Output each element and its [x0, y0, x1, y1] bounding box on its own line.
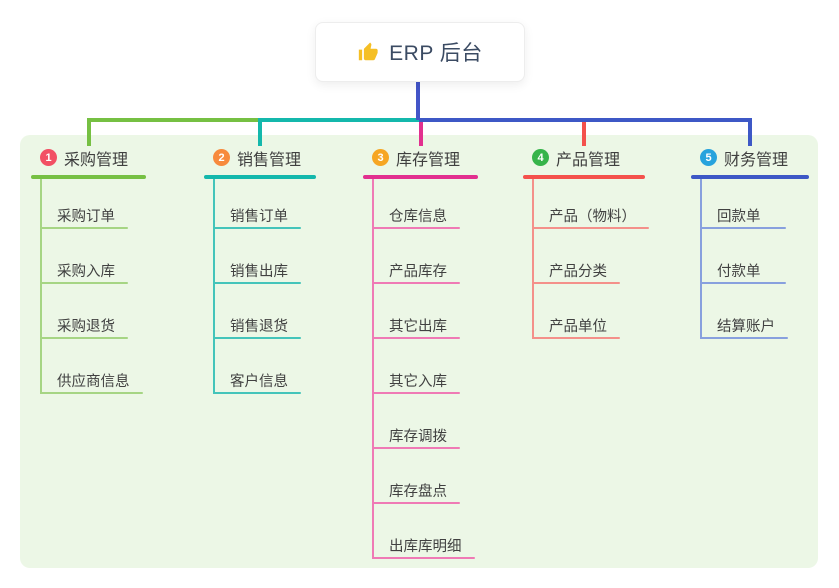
branch-node-label: 财务管理 — [724, 151, 789, 169]
child-underline — [213, 337, 301, 339]
branch-node-label: 产品管理 — [556, 151, 621, 169]
child-node[interactable]: 库存盘点 — [389, 484, 447, 500]
child-underline — [40, 282, 128, 284]
child-underline — [213, 227, 301, 229]
root-node-label: ERP 后台 — [389, 42, 483, 65]
child-node[interactable]: 付款单 — [717, 264, 761, 280]
branch-node-label: 库存管理 — [396, 151, 461, 169]
child-node[interactable]: 采购订单 — [57, 209, 115, 225]
child-node[interactable]: 出库库明细 — [389, 539, 462, 555]
branch-underline — [363, 175, 478, 179]
child-node[interactable]: 回款单 — [717, 209, 761, 225]
branch-number-badge: 4 — [532, 149, 549, 166]
root-connector-stem — [416, 80, 420, 120]
child-underline — [213, 392, 301, 394]
connector-bus-segment — [258, 118, 421, 122]
child-underline — [40, 227, 128, 229]
branch-node-5[interactable]: 5 财务管理 — [700, 147, 789, 169]
child-underline — [372, 447, 460, 449]
branch-connector-drop — [86, 118, 91, 146]
child-underline — [532, 282, 620, 284]
child-node[interactable]: 库存调拨 — [389, 429, 447, 445]
child-connector-line — [532, 178, 534, 339]
child-underline — [700, 337, 788, 339]
child-node[interactable]: 客户信息 — [230, 374, 288, 390]
child-node[interactable]: 产品（物料） — [549, 209, 636, 225]
child-underline — [40, 337, 128, 339]
branch-node-label: 采购管理 — [64, 151, 129, 169]
child-node[interactable]: 销售出库 — [230, 264, 288, 280]
child-connector-line — [213, 178, 215, 394]
branch-number-badge: 1 — [40, 149, 57, 166]
child-underline — [213, 282, 301, 284]
branch-connector-drop — [748, 118, 752, 146]
connector-bus-segment — [418, 118, 752, 122]
child-underline — [700, 227, 786, 229]
connector-bus-segment — [86, 118, 260, 122]
child-underline — [372, 502, 460, 504]
branch-underline — [31, 175, 146, 179]
branch-underline — [523, 175, 645, 179]
branch-underline — [204, 175, 316, 179]
child-connector-line — [40, 178, 42, 394]
child-node[interactable]: 结算账户 — [717, 319, 775, 335]
branch-underline — [691, 175, 809, 179]
child-underline — [372, 227, 460, 229]
child-underline — [372, 557, 475, 559]
branch-node-label: 销售管理 — [237, 151, 302, 169]
child-underline — [40, 392, 143, 394]
child-underline — [372, 337, 460, 339]
thumbs-up-icon — [359, 42, 378, 61]
child-node[interactable]: 销售退货 — [230, 319, 288, 335]
child-node[interactable]: 其它入库 — [389, 374, 447, 390]
child-underline — [532, 227, 649, 229]
child-node[interactable]: 产品单位 — [549, 319, 607, 335]
child-node[interactable]: 产品分类 — [549, 264, 607, 280]
child-node[interactable]: 采购退货 — [57, 319, 115, 335]
branch-node-4[interactable]: 4 产品管理 — [532, 147, 621, 169]
branch-connector-drop — [418, 118, 423, 146]
child-node[interactable]: 产品库存 — [389, 264, 447, 280]
branch-number-badge: 2 — [213, 149, 230, 166]
branch-node-3[interactable]: 3 库存管理 — [372, 147, 461, 169]
child-node[interactable]: 其它出库 — [389, 319, 447, 335]
branch-connector-drop — [258, 118, 262, 146]
child-underline — [372, 392, 460, 394]
child-underline — [372, 282, 460, 284]
child-underline — [700, 282, 786, 284]
main-panel — [20, 135, 818, 568]
branch-node-1[interactable]: 1 采购管理 — [40, 147, 129, 169]
child-node[interactable]: 仓库信息 — [389, 209, 447, 225]
branch-number-badge: 5 — [700, 149, 717, 166]
branch-number-badge: 3 — [372, 149, 389, 166]
child-node[interactable]: 采购入库 — [57, 264, 115, 280]
child-underline — [532, 337, 620, 339]
child-node[interactable]: 供应商信息 — [57, 374, 130, 390]
child-connector-line — [372, 178, 374, 559]
child-connector-line — [700, 178, 702, 339]
root-node[interactable]: ERP 后台 — [315, 22, 525, 82]
branch-connector-drop — [582, 118, 586, 146]
child-node[interactable]: 销售订单 — [230, 209, 288, 225]
branch-node-2[interactable]: 2 销售管理 — [213, 147, 302, 169]
